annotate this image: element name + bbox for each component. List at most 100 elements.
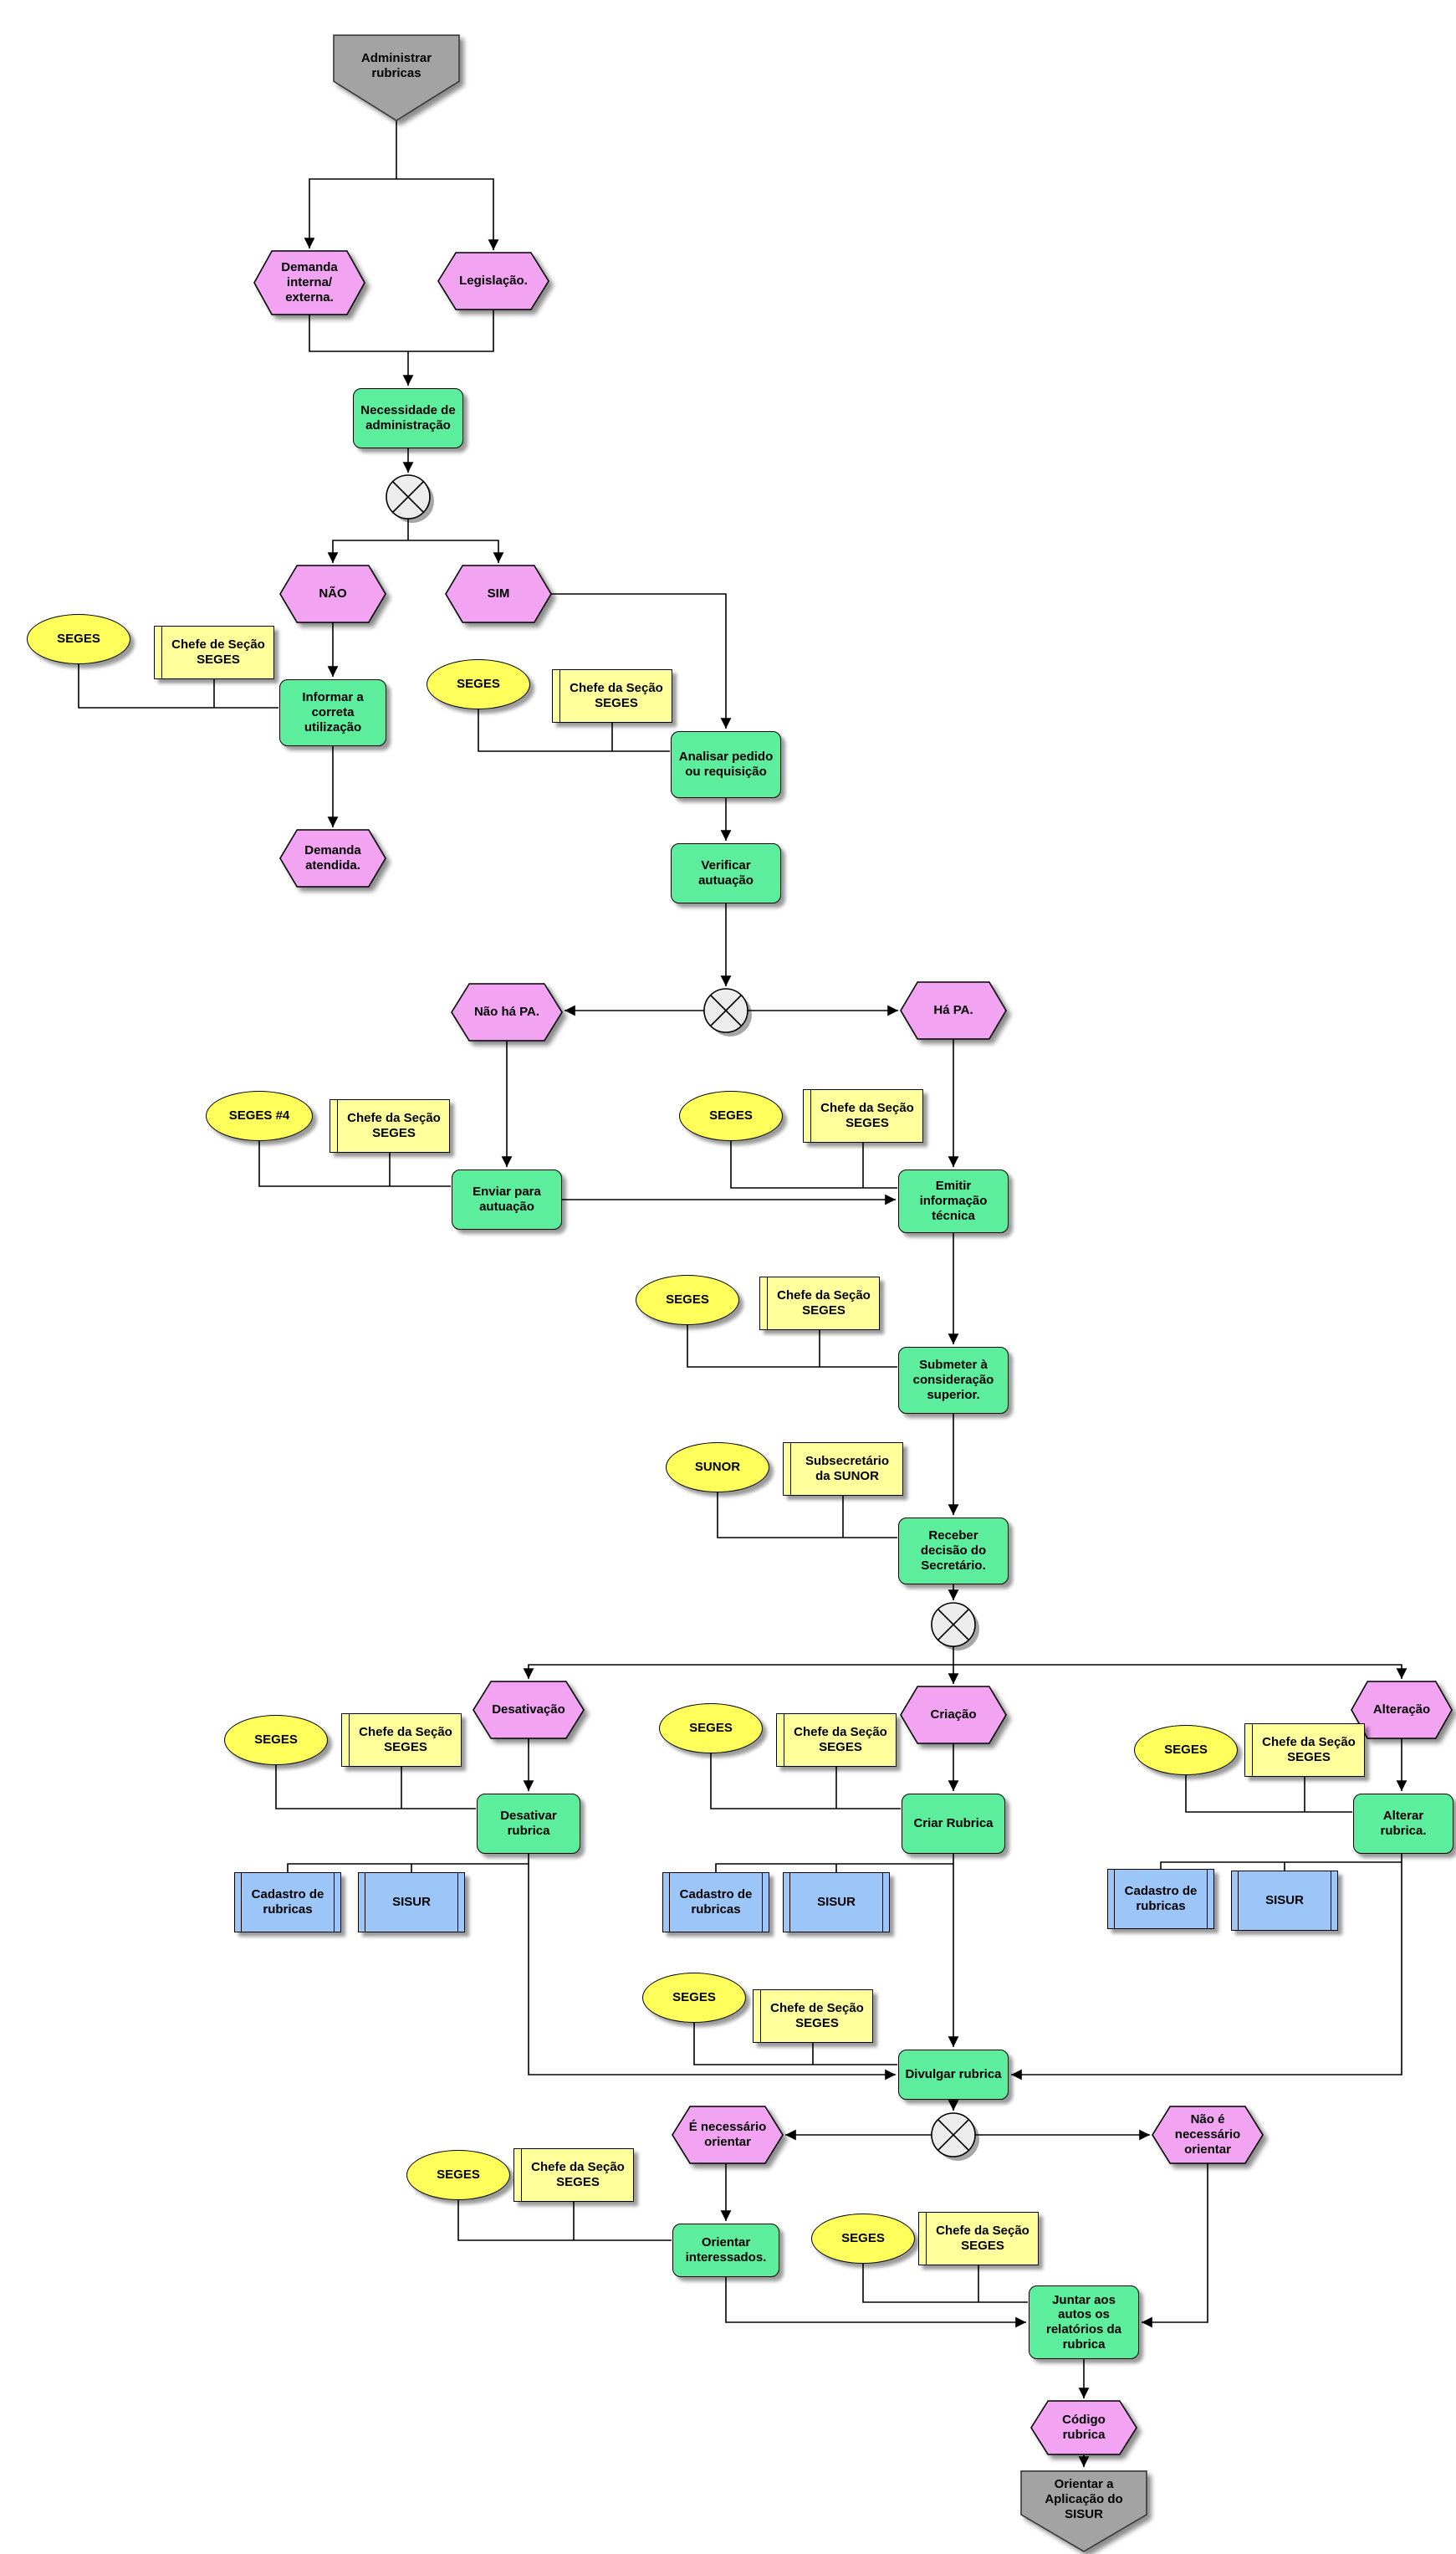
system-cadastro-rubricas-desativar[interactable]: Cadastro de rubricas: [234, 1872, 341, 1932]
xor-gateway-2[interactable]: [703, 988, 752, 1036]
xor-gateway-1[interactable]: [386, 474, 434, 523]
task-alterar-rubrica[interactable]: Alterar rubrica.: [1353, 1794, 1453, 1854]
position-chefe-secao-seges-divulgar[interactable]: Chefe de Seção SEGES: [753, 1989, 873, 2043]
task-analisar-pedido-requisicao[interactable]: Analisar pedido ou requisição: [671, 731, 781, 798]
task-enviar-para-autuacao[interactable]: Enviar para autuação: [452, 1170, 562, 1230]
node-label: Informar a correta utilização: [302, 690, 364, 734]
terminator-administrar-rubricas[interactable]: Administrar rubricas: [334, 33, 459, 120]
event-nao-ha-pa[interactable]: Não há PA.: [452, 984, 562, 1041]
node-label: Orientar interessados.: [685, 2235, 767, 2265]
position-chefe-secao-seges-criar[interactable]: Chefe da Seção SEGES: [776, 1713, 897, 1767]
system-cadastro-rubricas-alterar[interactable]: Cadastro de rubricas: [1107, 1869, 1214, 1929]
node-label: SEGES: [457, 677, 500, 692]
edge: [396, 178, 499, 250]
task-orientar-interessados[interactable]: Orientar interessados.: [672, 2224, 779, 2277]
edge: [730, 1141, 897, 1189]
hexagon-shape: [452, 984, 562, 1041]
role-seges-juntar[interactable]: SEGES: [811, 2214, 915, 2264]
role-seges-6[interactable]: SEGES: [636, 1275, 739, 1325]
edge: [1185, 1775, 1352, 1813]
node-label: Alterar rubrica.: [1380, 1809, 1427, 1838]
edge: [953, 1664, 1407, 1679]
role-sunor[interactable]: SUNOR: [666, 1442, 769, 1492]
edge: [275, 1765, 476, 1809]
position-chefe-secao-seges-orientar[interactable]: Chefe da Seção SEGES: [513, 2148, 634, 2202]
position-chefe-secao-seges-desativar[interactable]: Chefe da Seção SEGES: [341, 1713, 462, 1767]
event-codigo-rubrica[interactable]: Código rubrica: [1031, 2401, 1137, 2454]
node-label: SEGES #4: [228, 1108, 290, 1123]
role-seges-alterar[interactable]: SEGES: [1134, 1725, 1238, 1775]
position-chefe-secao-seges-2[interactable]: Chefe da Seção SEGES: [552, 669, 672, 723]
xor-gateway-4[interactable]: [931, 2112, 979, 2161]
event-criacao[interactable]: Criação: [901, 1686, 1006, 1743]
task-informar-correta-utilizacao[interactable]: Informar a correta utilização: [279, 679, 386, 746]
position-chefe-secao-seges-4[interactable]: Chefe da Seção SEGES: [803, 1089, 923, 1143]
node-label: SEGES: [57, 632, 100, 647]
node-label: Demanda interna/ externa.: [281, 260, 338, 305]
event-demanda-atendida[interactable]: Demanda atendida.: [280, 830, 386, 887]
event-ha-pa[interactable]: Há PA.: [901, 982, 1006, 1039]
event-desativacao[interactable]: Desativação: [473, 1681, 584, 1738]
node-label: Demanda atendida.: [304, 843, 361, 873]
edge: [715, 1863, 953, 1872]
node-label: SISUR: [1265, 1893, 1304, 1908]
role-seges-orientar[interactable]: SEGES: [406, 2150, 510, 2200]
task-necessidade-administracao[interactable]: Necessidade de administração: [353, 388, 463, 448]
system-sisur-criar[interactable]: SISUR: [783, 1872, 890, 1932]
role-seges-1[interactable]: SEGES: [27, 614, 130, 664]
node-label: Chefe da Seção SEGES: [820, 1101, 914, 1130]
role-seges-4[interactable]: SEGES #4: [206, 1091, 313, 1141]
event-nao[interactable]: NÃO: [280, 566, 386, 622]
position-chefe-secao-seges-5[interactable]: Chefe da Seção SEGES: [759, 1277, 880, 1330]
hexagon-shape: [473, 1681, 584, 1738]
role-seges-2[interactable]: SEGES: [427, 659, 530, 709]
role-seges-5[interactable]: SEGES: [679, 1091, 783, 1141]
event-sim[interactable]: SIM: [446, 566, 551, 622]
position-chefe-secao-seges-juntar[interactable]: Chefe da Seção SEGES: [918, 2212, 1039, 2265]
node-label: Não é necessário orientar: [1174, 2112, 1241, 2157]
event-demanda-interna-externa[interactable]: Demanda interna/ externa.: [254, 251, 365, 315]
task-criar-rubrica[interactable]: Criar Rubrica: [902, 1794, 1005, 1854]
event-e-necessario-orientar[interactable]: É necessário orientar: [672, 2106, 783, 2163]
task-desativar-rubrica[interactable]: Desativar rubrica: [477, 1794, 580, 1854]
task-divulgar-rubrica[interactable]: Divulgar rubrica: [898, 2050, 1009, 2100]
role-seges-criar[interactable]: SEGES: [659, 1703, 763, 1753]
edge: [287, 1863, 529, 1872]
node-label: Enviar para autuação: [473, 1185, 541, 1214]
node-label: Cadastro de rubricas: [1124, 1884, 1198, 1913]
task-receber-decisao-secretario[interactable]: Receber decisão do Secretário.: [898, 1518, 1009, 1584]
role-seges-desativar[interactable]: SEGES: [224, 1715, 328, 1765]
system-sisur-desativar[interactable]: SISUR: [358, 1872, 465, 1932]
event-legislacao[interactable]: Legislação.: [438, 253, 549, 310]
edge: [309, 310, 494, 352]
role-seges-divulgar[interactable]: SEGES: [642, 1973, 746, 2023]
node-label: Necessidade de administração: [360, 403, 456, 432]
node-label: SISUR: [817, 1895, 856, 1910]
pentagon-shape: [334, 33, 459, 120]
task-emitir-informacao-tecnica[interactable]: Emitir informação técnica: [898, 1170, 1009, 1233]
event-nao-e-necessario-orientar[interactable]: Não é necessário orientar: [1152, 2106, 1263, 2163]
xor-gateway-3[interactable]: [931, 1602, 979, 1651]
edge: [457, 2200, 672, 2241]
terminator-orientar-aplicacao-sisur[interactable]: Orientar a Aplicação do SISUR: [1021, 2470, 1147, 2551]
task-submeter-consideracao-superior[interactable]: Submeter à consideração superior.: [898, 1347, 1009, 1414]
task-juntar-aos-autos-relatorios[interactable]: Juntar aos autos os relatórios da rubric…: [1029, 2285, 1139, 2359]
hexagon-shape: [280, 830, 386, 887]
edge: [717, 1492, 897, 1538]
node-label: NÃO: [319, 586, 347, 601]
system-sisur-alterar[interactable]: SISUR: [1231, 1871, 1338, 1931]
flow-edges: [304, 120, 1407, 2467]
task-verificar-autuacao[interactable]: Verificar autuação: [671, 843, 781, 903]
position-chefe-secao-seges-3[interactable]: Chefe da Seção SEGES: [330, 1099, 450, 1153]
position-chefe-secao-seges-1[interactable]: Chefe de Seção SEGES: [154, 626, 274, 679]
hexagon-shape: [901, 1686, 1006, 1743]
node-label: Receber decisão do Secretário.: [920, 1528, 987, 1573]
system-cadastro-rubricas-criar[interactable]: Cadastro de rubricas: [662, 1872, 769, 1932]
node-label: SEGES: [672, 1990, 716, 2005]
node-label: Chefe da Seção SEGES: [1262, 1735, 1356, 1764]
event-alteracao[interactable]: Alteração: [1351, 1681, 1452, 1738]
position-chefe-secao-seges-alterar[interactable]: Chefe da Seção SEGES: [1244, 1723, 1365, 1777]
position-subsecretario-sunor[interactable]: Subsecretário da SUNOR: [783, 1442, 903, 1496]
pentagon-shape: [1021, 2470, 1147, 2551]
node-label: SEGES: [709, 1108, 753, 1123]
